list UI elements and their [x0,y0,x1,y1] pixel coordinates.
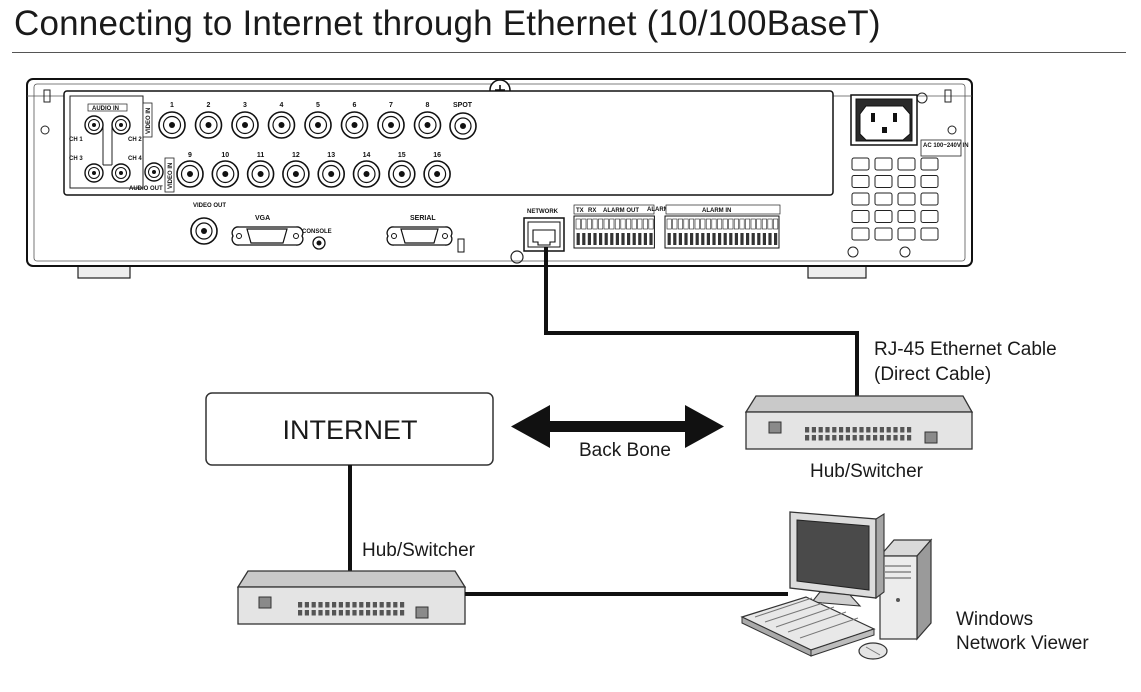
channel-number: 15 [398,152,406,159]
bnc-connector: 10 [211,152,240,188]
hub-left-label: Hub/Switcher [362,540,476,561]
dvr-rear-panel: AUDIO IN CH 1 CH 2 CH 3 CH 4 AUDIO OUT V… [26,78,973,279]
spot-label: SPOT [453,102,473,109]
channel-number: 1 [170,102,174,109]
video-out-label: VIDEO OUT [193,203,226,209]
bnc-connector: 8 [413,102,442,139]
ch2-label: CH 2 [128,137,142,143]
bnc-connector: 15 [387,152,416,188]
hub-left [236,570,467,625]
bnc-connector: 7 [377,102,405,139]
bnc-row-bottom: 9 10 11 12 13 14 15 16 [176,152,451,188]
channel-number: 5 [316,102,320,109]
video-in-label-top: VIDEO IN [146,108,152,134]
vent-grid [851,157,939,241]
title-divider [12,52,1126,53]
terminal-labels: TX RX ALARM OUT ALARM RESET ALARM IN [573,204,781,215]
audio-in-connectors [84,115,164,183]
channel-number: 14 [363,152,371,159]
channel-number: 16 [433,152,441,159]
network-port [523,217,565,252]
audio-in-label: AUDIO IN [92,106,119,112]
tx-label: TX [576,208,584,214]
audio-out-label: AUDIO OUT [129,186,163,192]
bnc-connector: 1 [158,102,186,139]
bnc-connector: 6 [340,102,369,139]
bnc-connector: 3 [231,102,259,139]
network-label: NETWORK [527,209,559,215]
channel-number: 3 [243,102,247,109]
channel-number: 13 [327,152,335,159]
video-out-connector [190,217,218,245]
vga-connector [231,226,304,246]
terminal-blocks [573,215,780,249]
bnc-connector: 4 [267,102,296,139]
ch4-label: CH 4 [128,156,142,162]
rx-label: RX [588,208,596,214]
channel-number: 8 [426,102,430,109]
page-title: Connecting to Internet through Ethernet … [14,4,881,43]
channel-number: 12 [292,152,300,159]
internet-label: INTERNET [283,415,418,445]
bnc-connector: 2 [194,102,223,139]
backbone-label: Back Bone [579,440,671,461]
alarm-in-label: ALARM IN [702,208,731,214]
bnc-connector: 5 [304,102,332,139]
bnc-connector: 13 [317,152,346,188]
serial-label: SERIAL [410,215,436,222]
pc-workstation-icon [740,511,933,660]
bnc-connector: 12 [282,152,310,188]
backbone-arrow [511,405,724,448]
bnc-connector: 14 [352,152,381,188]
video-in-label-bottom: VIDEO IN [168,163,174,189]
alarm-out-label: ALARM OUT [603,208,639,214]
channel-number: 4 [280,102,284,109]
ch3-label: CH 3 [69,156,83,162]
channel-number: 2 [207,102,211,109]
ac-label: AC 100~240V IN [923,143,969,149]
rj45-cable [544,247,859,397]
cable-sublabel: (Direct Cable) [874,364,991,385]
channel-number: 6 [353,102,357,109]
channel-number: 7 [389,102,393,109]
viewer-label-line1: Windows [956,609,1033,630]
bnc-connector: 16 [423,152,451,188]
bnc-connector: 9 [176,152,204,188]
channel-number: 9 [188,152,192,159]
serial-connector [386,226,453,246]
bnc-row-top: 1 2 3 4 5 6 7 8 [158,102,442,139]
hub-right-label: Hub/Switcher [810,461,924,482]
vga-label: VGA [255,215,270,222]
hub-right [744,395,974,450]
channel-number: 11 [257,152,265,159]
cable-label: RJ-45 Ethernet Cable [874,339,1057,360]
spot-connector [449,112,477,140]
ch1-label: CH 1 [69,137,83,143]
bnc-connector: 11 [246,152,275,188]
channel-number: 10 [221,152,229,159]
viewer-label-line2: Network Viewer [956,633,1089,654]
console-label: CONSOLE [302,229,332,235]
